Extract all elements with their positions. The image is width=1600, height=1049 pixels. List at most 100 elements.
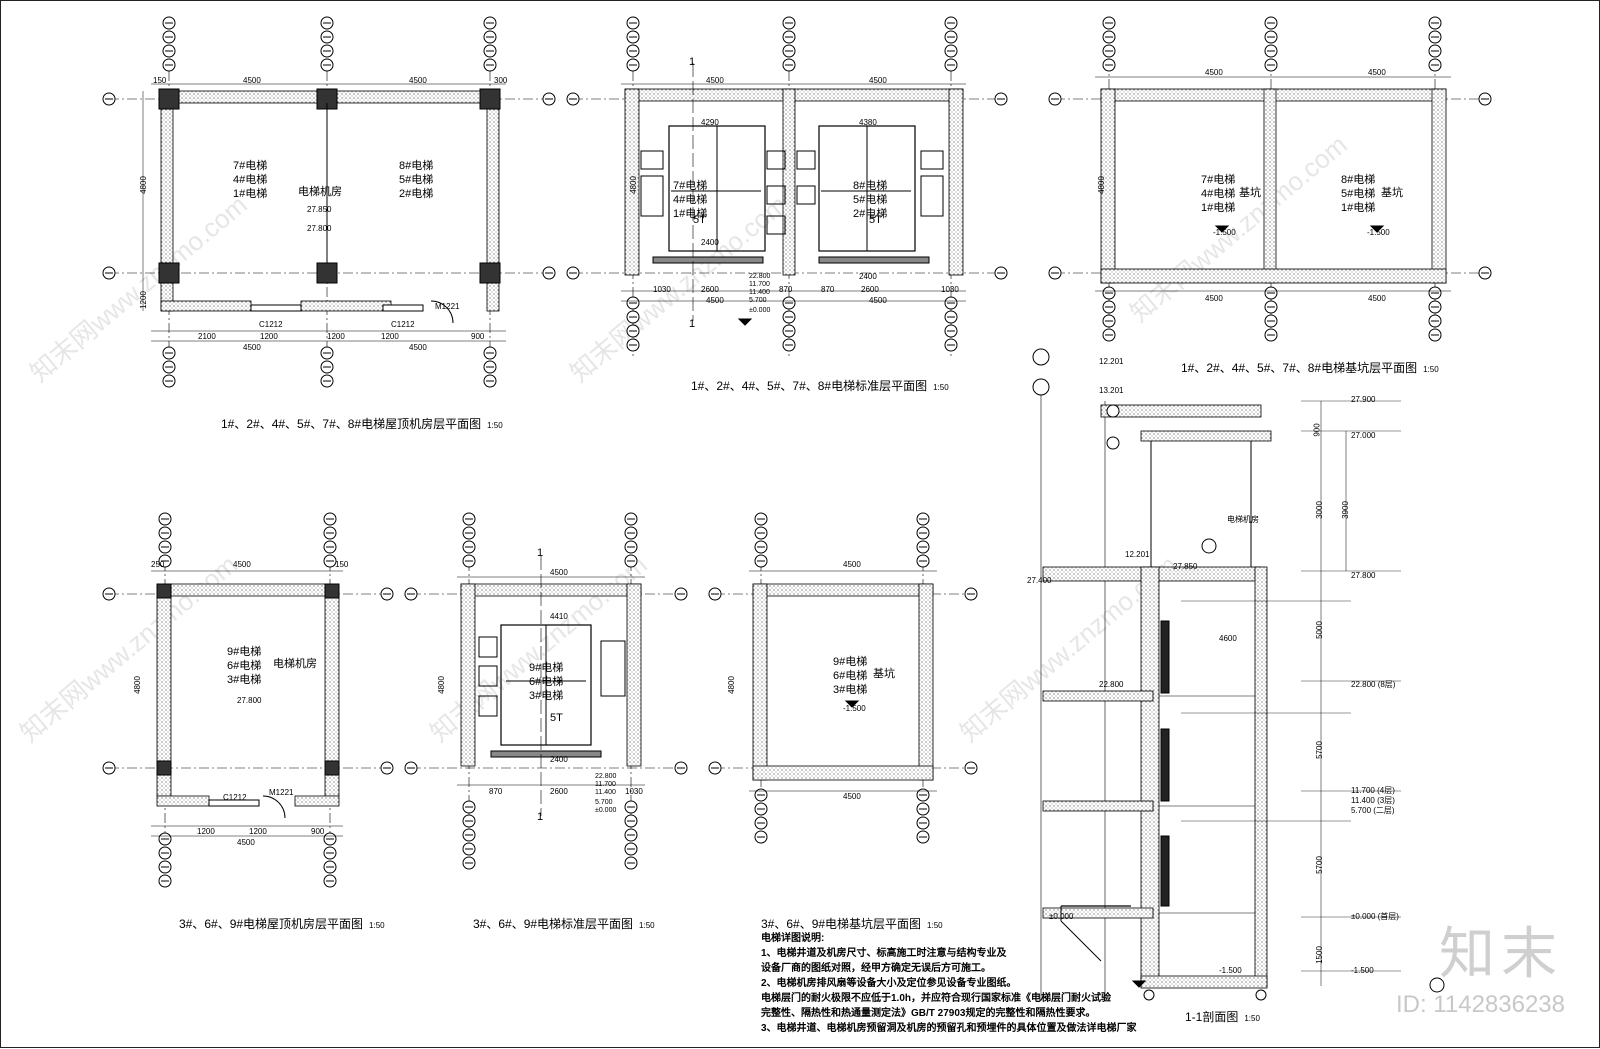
section-elev: ±0.000 (首层) <box>1351 912 1399 921</box>
plan1-dim: 4500 <box>409 76 427 85</box>
wall <box>1431 88 1447 284</box>
plan1-elev1: 27.850 <box>307 205 332 214</box>
guide <box>766 215 786 235</box>
wall <box>626 583 642 767</box>
plan2-elev: 11.700 <box>749 281 770 288</box>
notes-line: 设备厂商的图纸对照，经甲方确定无误后方可施工。 <box>761 963 991 974</box>
plan3-dim: 4800 <box>1096 176 1106 194</box>
wall <box>300 300 392 312</box>
plan6-pit: 基坑 <box>873 668 895 680</box>
door-sill <box>818 256 930 264</box>
wall <box>1140 975 1268 989</box>
level-marker <box>1369 225 1385 233</box>
section-elev: 27.800 <box>1351 571 1376 580</box>
buffer <box>1143 989 1155 1001</box>
plan3-dim: 4500 <box>1368 68 1386 77</box>
plan5-elev: 5.700 <box>595 799 613 806</box>
detail-bubble <box>1106 436 1120 450</box>
plan4-dim: 1200 <box>249 827 267 836</box>
plan5-dim: 2600 <box>550 787 568 796</box>
wall <box>1100 268 1447 284</box>
guide <box>640 150 664 170</box>
section-elev-left: 12.201 <box>1125 550 1150 559</box>
buffer <box>1255 989 1267 1001</box>
plan1-dim: 4500 <box>243 343 261 352</box>
section-elev: 11.400 (3层) <box>1351 796 1395 805</box>
plan2-right-lift: 8#电梯 5#电梯 2#电梯 <box>853 180 888 220</box>
plan2-load: 5T <box>693 214 706 226</box>
wall <box>1140 566 1160 988</box>
plan1-dim: 1200 <box>138 291 148 309</box>
detail-bubble <box>1106 404 1120 418</box>
section-dim: 5700 <box>1314 741 1324 759</box>
section-room: 电梯机房 <box>1227 515 1259 524</box>
plan1-right-lift: 8#电梯 5#电梯 2#电梯 <box>399 160 434 200</box>
guide <box>796 185 816 205</box>
plan1-dim: 4500 <box>409 343 427 352</box>
section-elev-left: 27.400 <box>1027 576 1052 585</box>
guide <box>478 636 498 658</box>
section-elev: 27.000 <box>1351 431 1376 440</box>
wall <box>1150 566 1262 582</box>
plan6-dim: 4500 <box>843 792 861 801</box>
column <box>316 262 338 284</box>
plan1-dim: 1200 <box>260 332 278 341</box>
section-elev-left: 22.800 <box>1099 680 1124 689</box>
wall <box>752 583 768 781</box>
section-floor-h: 4600 <box>1219 634 1237 643</box>
plan2-dim: 4500 <box>706 76 724 85</box>
plan1-window-tag: C1212 <box>259 320 283 329</box>
detail-bubble <box>1429 977 1445 993</box>
plan5-cut-mark: 1 <box>537 811 544 823</box>
section-dim: 3900 <box>1340 501 1350 519</box>
wall <box>948 88 964 276</box>
plan1-left-lift: 7#电梯 4#电梯 1#电梯 <box>233 160 268 200</box>
plan1-dim: 1200 <box>327 332 345 341</box>
guide <box>478 665 498 687</box>
window <box>382 304 424 312</box>
plan2-dim: 4500 <box>706 296 724 305</box>
plan2-dim: 4290 <box>701 118 719 127</box>
section-elev-left: 13.201 <box>1099 386 1124 395</box>
wall <box>1042 800 1154 812</box>
column <box>156 760 172 776</box>
notes-line: 3、电梯井道、电梯机房预留洞及机房的预留孔和预埋件的具体位置及做法详电梯厂家 <box>761 1023 1137 1034</box>
plan2-dim: 4500 <box>869 76 887 85</box>
plan4-dim: 1200 <box>197 827 215 836</box>
wall <box>1263 88 1277 284</box>
plan2-elev: 5.700 <box>749 297 767 304</box>
plan5-dim: 1030 <box>625 787 643 796</box>
wall <box>156 583 340 597</box>
plan2-dim: 4800 <box>628 176 638 194</box>
plan1-dim: 1200 <box>381 332 399 341</box>
wall <box>1042 566 1154 582</box>
column <box>324 583 340 599</box>
window <box>250 304 302 312</box>
plan4-dim: 250 <box>151 560 165 569</box>
plan3-left-lift: 7#电梯 4#电梯 1#电梯 <box>1201 174 1236 214</box>
wall <box>782 88 796 276</box>
plan5-elev: 11.700 <box>595 781 616 788</box>
plan3-dim: 4500 <box>1205 68 1223 77</box>
door-sill <box>490 750 602 758</box>
counterweight <box>600 640 626 697</box>
door-sill <box>652 256 764 264</box>
section-elev: 11.700 (4层) <box>1351 786 1395 795</box>
plan3-pit: 基坑 <box>1239 187 1261 199</box>
wall <box>1254 566 1268 988</box>
plan2-dim: 870 <box>779 285 793 294</box>
section-elev-left: ±0.000 <box>1049 912 1074 921</box>
plan2-dim: 2600 <box>861 285 879 294</box>
plan6-dim: 4800 <box>726 676 736 694</box>
plan2-elev: 11.400 <box>749 289 770 296</box>
section-elev: 22.800 (8层) <box>1351 680 1396 689</box>
wall <box>156 795 210 807</box>
guide <box>796 150 816 170</box>
notes-title: 电梯详图说明: <box>761 933 825 944</box>
wall <box>752 583 934 597</box>
section-elev: 5.700 (二层) <box>1351 806 1395 815</box>
